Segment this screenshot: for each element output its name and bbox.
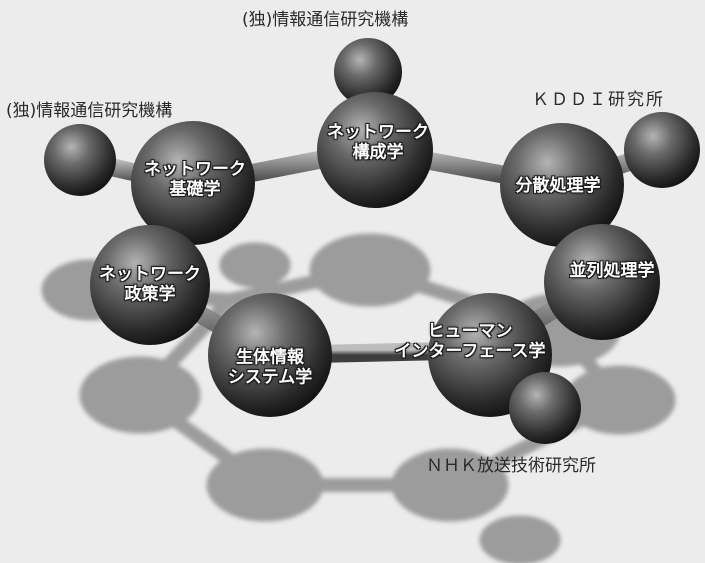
node-network-basics-line1: ネットワーク <box>144 159 246 180</box>
sphere-network-policy <box>90 225 210 345</box>
label-right-institute: ＫＤＤＩ研究所 <box>532 90 665 110</box>
label-bottom-institute: ＮＨＫ放送技術研究所 <box>426 456 596 476</box>
node-bioinformatics-line1: 生体情報 <box>236 347 304 368</box>
node-distributed-processing-line1: 分散処理学 <box>515 176 601 197</box>
node-network-composition-line2: 構成学 <box>352 142 404 162</box>
node-parallel-processing-line1: 並列処理学 <box>569 261 655 282</box>
node-bioinformatics: 生体情報 システム学 <box>228 348 313 387</box>
node-distributed-processing: 分散処理学 <box>516 177 601 197</box>
node-human-interface: ヒューマン インターフェース学 <box>394 322 545 361</box>
node-bioinformatics-line2: システム学 <box>227 367 313 387</box>
label-left-institute: (独)情報通信研究機構 <box>6 101 173 121</box>
floor-shadow <box>41 233 676 563</box>
node-network-basics: ネットワーク 基礎学 <box>144 160 246 199</box>
node-network-composition: ネットワーク 構成学 <box>327 123 429 162</box>
node-human-interface-line1: ヒューマン <box>427 321 513 342</box>
sphere-right-small <box>624 112 700 188</box>
sphere-parallel-processing <box>544 224 660 340</box>
label-top-institute: (独)情報通信研究機構 <box>242 10 409 30</box>
sphere-top-small <box>334 38 402 106</box>
sphere-bioinformatics <box>208 293 332 417</box>
node-network-basics-line2: 基礎学 <box>169 179 221 199</box>
sphere-left-small <box>44 124 116 196</box>
node-parallel-processing: 並列処理学 <box>570 262 655 282</box>
node-network-policy-line1: ネットワーク <box>99 264 201 285</box>
sphere-distributed-processing <box>500 123 624 247</box>
sphere-network-basics <box>131 121 255 245</box>
node-network-policy-line2: 政策学 <box>124 284 176 304</box>
node-network-policy: ネットワーク 政策学 <box>99 265 201 304</box>
spheres <box>44 38 700 444</box>
node-human-interface-line2: インターフェース学 <box>394 341 546 361</box>
sphere-bottom-small <box>509 372 581 444</box>
node-network-composition-line1: ネットワーク <box>327 122 429 143</box>
sphere-network-composition <box>317 92 433 208</box>
